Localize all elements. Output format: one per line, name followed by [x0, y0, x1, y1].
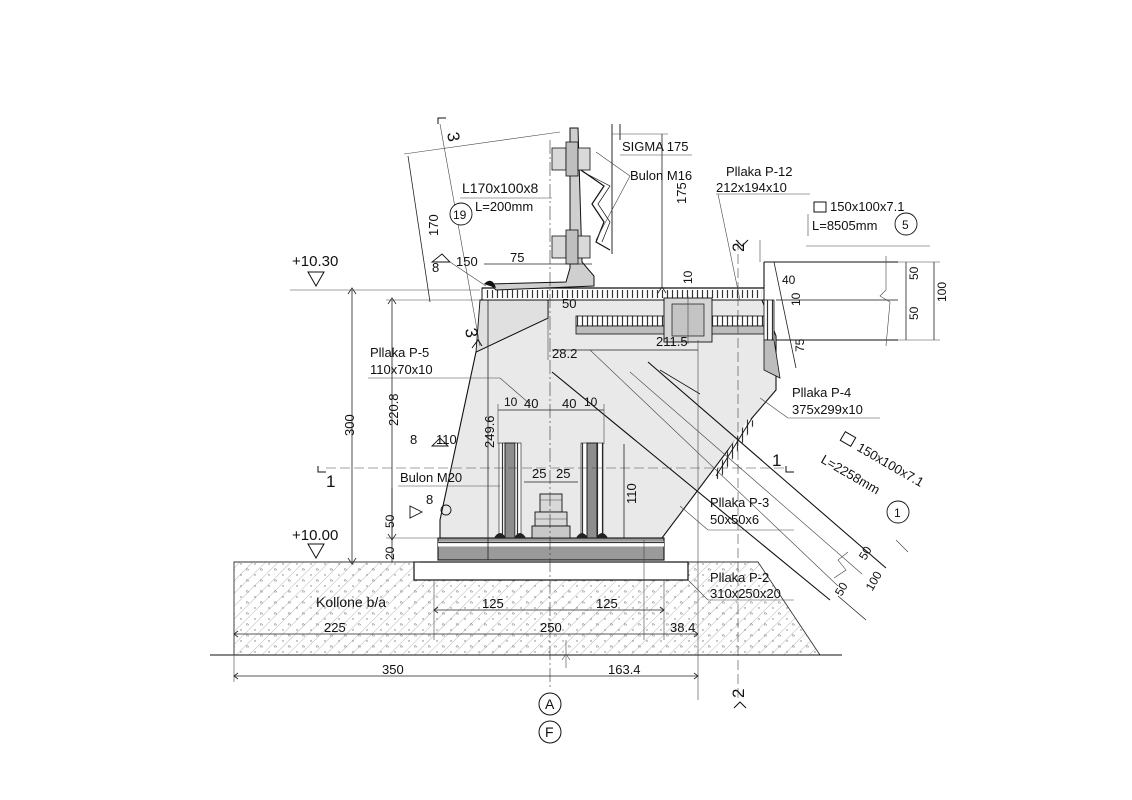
dim-163-4: 163.4 — [608, 662, 641, 677]
anchor-stiffeners — [494, 442, 608, 539]
dim-125-left: 125 — [482, 596, 504, 611]
label-plate-p2-name: Pllaka P-2 — [710, 570, 769, 585]
axis-bubble-f — [538, 720, 562, 744]
dim-150: 150 — [456, 254, 478, 269]
dim-100-diag: 100 — [863, 569, 885, 594]
section-label-1-right: 1 — [772, 451, 781, 470]
concrete-column — [210, 561, 842, 656]
tube-top — [763, 256, 898, 347]
dim-110-right: 110 — [624, 483, 639, 504]
weld-size-bottom: 8 — [426, 492, 433, 507]
dim-170: 170 — [426, 214, 441, 236]
label-bolt-m16: Bulon M16 — [630, 168, 692, 183]
level-top: +10.30 — [292, 253, 338, 270]
dim-50-under-plate: 50 — [562, 296, 576, 311]
label-tube-top-size: 150x100x7.1 — [830, 199, 904, 214]
dim-211-5: 211.5 — [656, 334, 688, 349]
label-plate-p4-size: 375x299x10 — [792, 402, 863, 417]
dim-10-stiff-left: 10 — [504, 395, 518, 409]
dim-50-diag-top: 50 — [856, 544, 875, 563]
dim-220-8: 220.8 — [386, 393, 401, 426]
dim-50-left-bottom: 50 — [383, 514, 397, 528]
dim-175: 175 — [674, 182, 689, 204]
dim-25-right: 25 — [556, 466, 570, 481]
dim-100-right: 100 — [935, 282, 949, 302]
dim-250: 250 — [540, 620, 562, 635]
dim-50-right-bottom: 50 — [907, 306, 921, 320]
section-label-3-bottom: 3 — [461, 327, 481, 340]
level-bottom: +10.00 — [292, 527, 338, 544]
section-label-1-left: 1 — [326, 472, 335, 491]
label-plate-p2-size: 310x250x20 — [710, 586, 781, 601]
dim-50-diag-bottom: 50 — [832, 580, 851, 599]
inner-flange — [575, 296, 781, 379]
dim-50-right-top: 50 — [907, 266, 921, 280]
level-marker-top — [290, 271, 346, 291]
bearing-plate — [437, 537, 665, 561]
part-bubble-1 — [886, 500, 910, 524]
dim-10-right: 10 — [789, 292, 803, 306]
anchor-bolt-m20 — [531, 493, 571, 539]
tube-symbol-diag — [839, 430, 857, 448]
dim-350: 350 — [382, 662, 404, 677]
axis-label-a: A — [545, 696, 555, 712]
top-plate-p12 — [481, 287, 765, 301]
label-plate-p4-name: Pllaka P-4 — [792, 385, 851, 400]
dim-110-left: 110 — [436, 432, 457, 447]
label-angle-length: L=200mm — [475, 199, 533, 214]
dim-40-stiff-left: 40 — [524, 396, 538, 411]
dim-125-right: 125 — [596, 596, 618, 611]
label-tube-top-length: L=8505mm — [812, 218, 877, 233]
tube-symbol-top — [813, 201, 827, 213]
dim-75: 75 — [510, 250, 524, 265]
label-sigma: SIGMA 175 — [622, 139, 688, 154]
dim-40-right: 40 — [782, 273, 796, 287]
dim-10-top: 10 — [681, 270, 695, 284]
part-bubble-5 — [894, 212, 918, 236]
dim-20: 20 — [383, 546, 397, 560]
dim-25-left: 25 — [532, 466, 546, 481]
part-bubble-19 — [449, 202, 473, 226]
axis-bubble-a — [538, 692, 562, 716]
base-plate-p2 — [413, 561, 689, 581]
label-bolt-m20: Bulon M20 — [400, 470, 462, 485]
dim-75-right: 75 — [793, 338, 807, 352]
dimension-lines — [233, 131, 940, 682]
dim-28-2: 28.2 — [552, 346, 577, 361]
dim-38-4: 38.4 — [670, 620, 695, 635]
label-plate-p12-name: Pllaka P-12 — [726, 164, 792, 179]
weld-size-top: 8 — [432, 260, 439, 275]
label-plate-p12-size: 212x194x10 — [716, 180, 787, 195]
weld-size-middle: 8 — [410, 432, 417, 447]
label-plate-p5-size: 110x70x10 — [370, 362, 433, 377]
part-number-19: 19 — [453, 208, 467, 222]
bolt-m16-top — [551, 141, 591, 177]
bolt-m16-bottom — [551, 229, 591, 265]
section-label-2-bottom: 2 — [729, 689, 748, 698]
label-column: Kollone b/a — [316, 594, 386, 610]
dim-249-6: 249.6 — [482, 415, 497, 448]
section-label-2-top: 2 — [729, 243, 748, 252]
dim-225: 225 — [324, 620, 346, 635]
dim-300: 300 — [342, 414, 357, 436]
part-number-5: 5 — [902, 218, 909, 232]
label-angle-section: L170x100x8 — [462, 180, 539, 196]
label-plate-p3-size: 50x50x6 — [710, 512, 759, 527]
dim-10-stiff-right: 10 — [584, 395, 598, 409]
label-plate-p3-name: Pllaka P-3 — [710, 495, 769, 510]
part-number-1: 1 — [894, 506, 901, 520]
dim-40-stiff-right: 40 — [562, 396, 576, 411]
axis-label-f: F — [545, 724, 554, 740]
leader-lines — [368, 151, 930, 601]
angle-l170 — [488, 124, 621, 291]
section-label-3-top: 3 — [443, 131, 463, 144]
tube-diagonal — [551, 349, 887, 601]
label-plate-p5-name: Pllaka P-5 — [370, 345, 429, 360]
level-marker-bottom — [290, 543, 346, 563]
